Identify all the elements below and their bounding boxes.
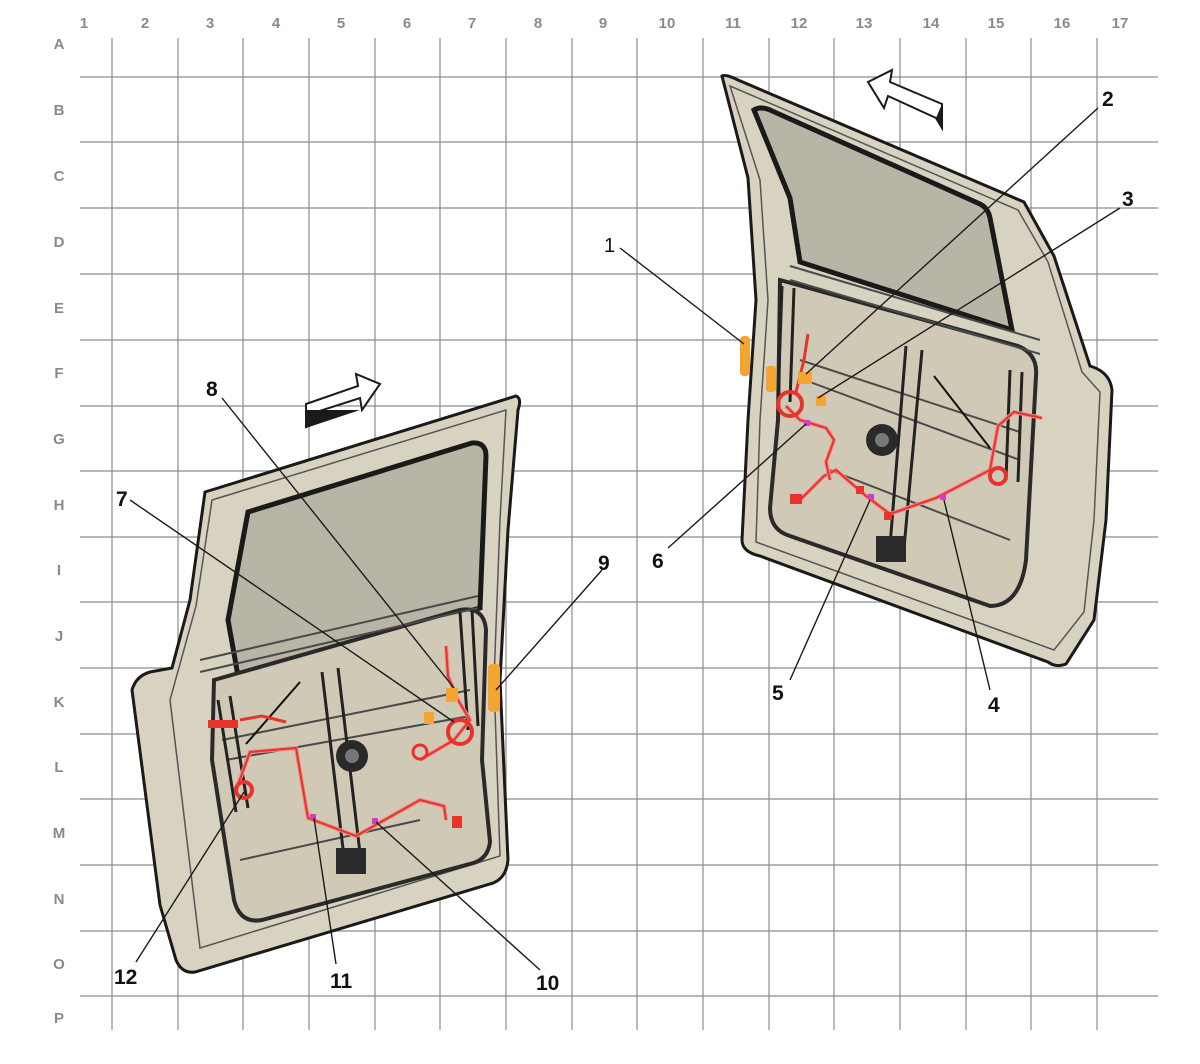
row-label: P bbox=[54, 1010, 64, 1027]
column-label: 8 bbox=[534, 15, 542, 32]
row-label: J bbox=[55, 628, 63, 645]
right-door-assembly bbox=[720, 74, 1114, 668]
callout-2: 2 bbox=[1102, 88, 1114, 111]
row-label: H bbox=[54, 497, 65, 514]
column-label: 5 bbox=[337, 15, 345, 32]
callout-12: 12 bbox=[114, 966, 137, 989]
column-label: 3 bbox=[206, 15, 214, 32]
column-label: 15 bbox=[988, 15, 1005, 32]
callout-6: 6 bbox=[652, 550, 664, 573]
row-label: F bbox=[54, 365, 63, 382]
left-door-direction-arrow bbox=[305, 372, 382, 429]
callout-11: 11 bbox=[330, 970, 353, 993]
column-label: 12 bbox=[791, 15, 808, 32]
callout-8: 8 bbox=[206, 378, 218, 401]
row-label: M bbox=[53, 825, 66, 842]
column-label: 17 bbox=[1112, 15, 1129, 32]
callout-9: 9 bbox=[598, 552, 610, 575]
column-label: 11 bbox=[725, 15, 741, 32]
left-door-harness bbox=[234, 645, 474, 839]
column-label: 2 bbox=[141, 15, 149, 32]
column-label: 6 bbox=[403, 15, 411, 32]
row-label: O bbox=[53, 956, 65, 973]
row-label: C bbox=[54, 168, 65, 185]
column-label: 13 bbox=[856, 15, 873, 32]
column-label: 16 bbox=[1054, 15, 1071, 32]
row-label: B bbox=[54, 102, 65, 119]
callout-3: 3 bbox=[1122, 188, 1134, 211]
row-label: E bbox=[54, 300, 64, 317]
row-label: N bbox=[54, 891, 65, 908]
callout-1: 1 bbox=[604, 235, 615, 257]
column-label: 1 bbox=[80, 15, 88, 32]
callout-4: 4 bbox=[988, 694, 1000, 717]
row-labels: A B C D E F G H I J K L M N O P bbox=[53, 36, 66, 1027]
row-label: G bbox=[53, 431, 65, 448]
row-label: L bbox=[54, 759, 63, 776]
callouts: 1 2 3 4 5 6 7 8 9 10 11 12 bbox=[114, 88, 1134, 995]
right-door-direction-arrow bbox=[866, 68, 943, 132]
row-label: D bbox=[54, 234, 65, 251]
callout-10: 10 bbox=[536, 972, 559, 995]
column-labels: 1 2 3 4 5 6 7 8 9 10 11 12 13 14 15 16 1… bbox=[80, 15, 1129, 32]
column-label: 10 bbox=[659, 15, 676, 32]
column-label: 9 bbox=[599, 15, 607, 32]
column-label: 7 bbox=[468, 15, 476, 32]
row-label: A bbox=[54, 36, 65, 53]
callout-7: 7 bbox=[116, 488, 128, 511]
row-label: I bbox=[57, 562, 61, 579]
column-label: 4 bbox=[272, 15, 281, 32]
callout-5: 5 bbox=[772, 682, 784, 705]
left-door-assembly bbox=[130, 394, 522, 974]
right-door-harness bbox=[776, 333, 1043, 517]
column-label: 14 bbox=[923, 15, 940, 32]
row-label: K bbox=[54, 694, 65, 711]
right-door-glass bbox=[750, 105, 1016, 334]
leader-lines bbox=[129, 107, 1121, 971]
